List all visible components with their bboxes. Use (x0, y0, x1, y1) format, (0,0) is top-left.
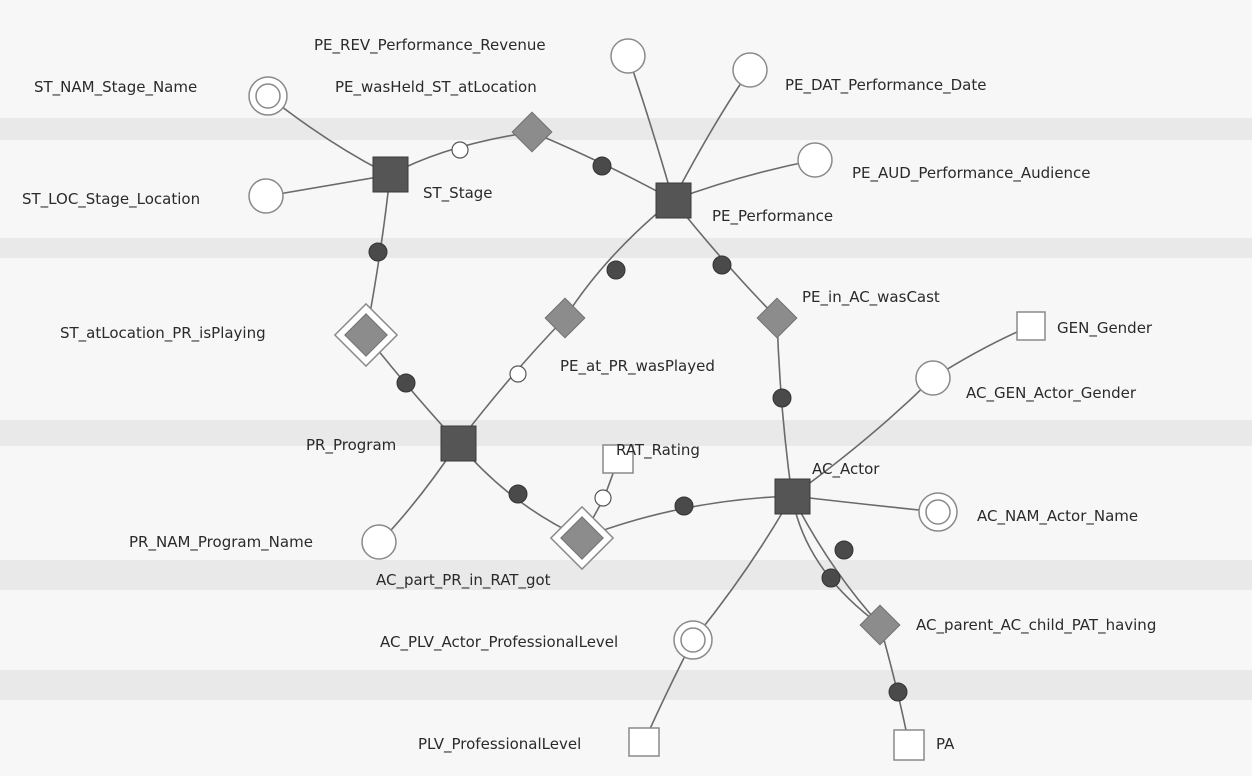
knot-plv[interactable] (628, 727, 660, 757)
attribute-st-nam[interactable] (255, 83, 281, 109)
tie-pe-held-st[interactable] (511, 111, 553, 153)
label-pe-performance: PE_Performance (712, 207, 833, 226)
edge-st-stage-name (267, 95, 391, 176)
background-text-band (0, 560, 1252, 590)
anchor-pr-program[interactable] (440, 425, 477, 462)
role-dot-open (509, 365, 527, 383)
ties (333, 111, 901, 646)
label-plv: PLV_ProfessionalLevel (418, 735, 581, 754)
label-pat: PA (936, 735, 955, 753)
label-rat: RAT_Rating (616, 441, 700, 460)
tie-st-pr-playing[interactable] (344, 313, 388, 357)
edge-ac-plv (692, 495, 793, 641)
edge-pe-date (672, 69, 751, 201)
tie-pe-pr-played[interactable] (544, 297, 586, 339)
edge-st-stage-location (266, 174, 391, 197)
role-dot-filled (396, 373, 416, 393)
tie-ac-pr-rat[interactable] (560, 516, 604, 560)
label-pr-program: PR_Program (306, 436, 396, 455)
label-pe-pr-played: PE_at_PR_wasPlayed (560, 357, 715, 376)
label-ac-pr-rat: AC_part_PR_in_RAT_got (376, 571, 551, 590)
edge-pe-audience (672, 159, 816, 201)
label-pe-dat: PE_DAT_Performance_Date (785, 76, 986, 95)
attributes (248, 38, 958, 660)
label-st-stage: ST_Stage (423, 184, 493, 203)
attribute-st-loc[interactable] (248, 178, 284, 214)
label-pe-ac-cast: PE_in_AC_wasCast (802, 288, 940, 307)
label-pe-held-st: PE_wasHeld_ST_atLocation (335, 78, 537, 97)
background-text-band (0, 420, 1252, 446)
knot-pat[interactable] (893, 729, 925, 761)
labels: ST_NAM_Stage_Name ST_LOC_Stage_Location … (22, 36, 1156, 754)
edge-pr-played (457, 317, 566, 444)
edge-ac-child (791, 495, 881, 626)
label-pe-aud: PE_AUD_Performance_Audience (852, 164, 1091, 183)
anchor-ac-actor[interactable] (774, 478, 811, 515)
label-ac-gen: AC_GEN_Actor_Gender (966, 384, 1137, 403)
edge-pe-revenue (627, 55, 674, 201)
anchor-st-stage[interactable] (372, 156, 409, 193)
knot-rat[interactable] (602, 444, 634, 474)
role-dot-filled (772, 388, 792, 408)
role-dot-filled (606, 260, 626, 280)
anchor-pe-performance[interactable] (655, 182, 692, 219)
knot-gen[interactable] (1016, 311, 1046, 341)
label-ac-plv: AC_PLV_Actor_ProfessionalLevel (380, 633, 618, 652)
attribute-ac-nam[interactable] (925, 499, 951, 525)
role-dot-filled (368, 242, 388, 262)
label-st-loc: ST_LOC_Stage_Location (22, 190, 200, 209)
background-text-band (0, 670, 1252, 700)
tie-ac-parent-child[interactable] (859, 604, 901, 646)
edge-ac-cast (776, 317, 793, 497)
attribute-pr-nam[interactable] (361, 524, 397, 560)
background-text-band (0, 238, 1252, 258)
edge-pat-knot (879, 624, 909, 741)
tie-pe-ac-cast[interactable] (756, 297, 798, 339)
role-dot-filled (834, 540, 854, 560)
attribute-pe-dat[interactable] (732, 52, 768, 88)
role-dot-open (451, 141, 469, 159)
attribute-ac-plv[interactable] (680, 627, 706, 653)
label-pe-rev: PE_REV_Performance_Revenue (314, 36, 546, 55)
background-text-band (0, 118, 1252, 140)
role-dot-filled (712, 255, 732, 275)
anchors (372, 156, 811, 515)
label-ac-parent-child: AC_parent_AC_child_PAT_having (916, 616, 1156, 635)
knots (602, 311, 1046, 761)
role-dot-filled (674, 496, 694, 516)
label-pr-nam: PR_NAM_Program_Name (129, 533, 313, 552)
edge-ac-gender (791, 377, 934, 497)
edge-ac-parent (791, 495, 881, 626)
attribute-pe-aud[interactable] (797, 142, 833, 178)
label-st-pr-playing: ST_atLocation_PR_isPlaying (60, 324, 266, 343)
label-ac-nam: AC_NAM_Actor_Name (977, 507, 1138, 526)
role-dot-open (594, 489, 612, 507)
role-dot-filled (592, 156, 612, 176)
edge-ac-name (791, 495, 939, 513)
label-ac-actor: AC_Actor (812, 460, 880, 479)
role-dot-filled (821, 568, 841, 588)
role-dot-filled (888, 682, 908, 702)
role-dot-filled (508, 484, 528, 504)
role-markers (368, 141, 908, 702)
label-gen: GEN_Gender (1057, 319, 1153, 338)
label-st-nam: ST_NAM_Stage_Name (34, 78, 197, 97)
attribute-ac-gen[interactable] (915, 360, 951, 396)
attribute-pe-rev[interactable] (610, 38, 646, 74)
